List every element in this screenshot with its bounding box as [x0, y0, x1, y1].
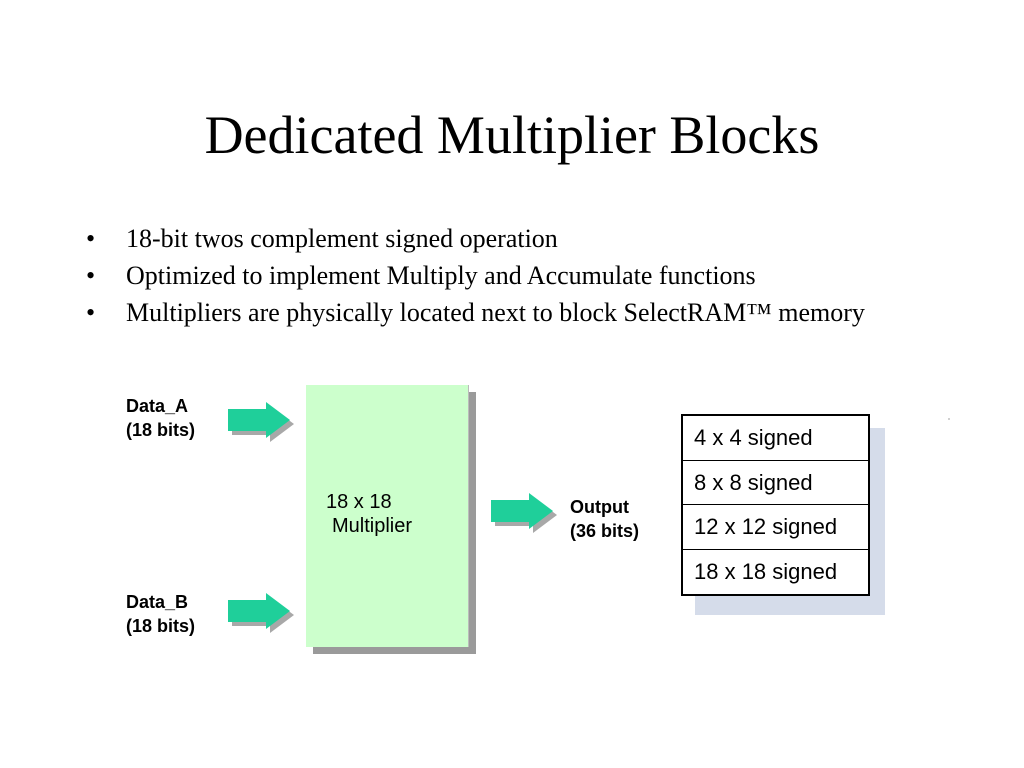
modes-table-row: 18 x 18 signed	[694, 558, 838, 584]
output-label: Output (36 bits)	[570, 495, 639, 543]
modes-table-row: 8 x 8 signed	[683, 461, 868, 505]
multiplier-label: 18 x 18 Multiplier	[326, 490, 412, 538]
bullet-text: Optimized to implement Multiply and Accu…	[126, 261, 756, 290]
bullet-dot: •	[86, 298, 96, 327]
input-b-label: Data_B (18 bits)	[126, 590, 195, 638]
bullet-item: • 18-bit twos complement signed operatio…	[86, 224, 946, 254]
modes-table-row: 12 x 12 signed	[683, 505, 868, 550]
bullet-dot: •	[86, 261, 96, 290]
input-a-label: Data_A (18 bits)	[126, 394, 195, 442]
bullet-dot: •	[86, 224, 96, 253]
multiplier-block	[306, 385, 469, 647]
modes-table-row: 4 x 4 signed	[683, 416, 868, 461]
bullet-item: • Multipliers are physically located nex…	[86, 298, 946, 328]
output-width: (36 bits)	[570, 521, 640, 541]
output-arrow-icon	[491, 493, 557, 533]
input-a-name: Data_A	[126, 396, 189, 416]
input-b-arrow-icon	[228, 593, 294, 633]
bullet-list: • 18-bit twos complement signed operatio…	[86, 224, 946, 335]
slide-title: Dedicated Multiplier Blocks	[204, 105, 820, 165]
decorative-speck	[948, 418, 950, 420]
input-b-width: (18 bits)	[126, 616, 196, 636]
bullet-text: 18-bit twos complement signed operation	[126, 224, 558, 253]
bullet-text: Multipliers are physically located next …	[126, 298, 865, 327]
bullet-item: • Optimized to implement Multiply and Ac…	[86, 261, 946, 291]
input-a-arrow-icon	[228, 402, 294, 442]
output-name: Output	[570, 497, 629, 517]
modes-table: 4 x 4 signed 8 x 8 signed 12 x 12 signed…	[681, 414, 870, 596]
input-b-name: Data_B	[126, 592, 189, 612]
input-a-width: (18 bits)	[126, 420, 196, 440]
multiplier-name: Multiplier	[332, 515, 413, 537]
multiplier-size: 18 x 18	[326, 491, 392, 513]
